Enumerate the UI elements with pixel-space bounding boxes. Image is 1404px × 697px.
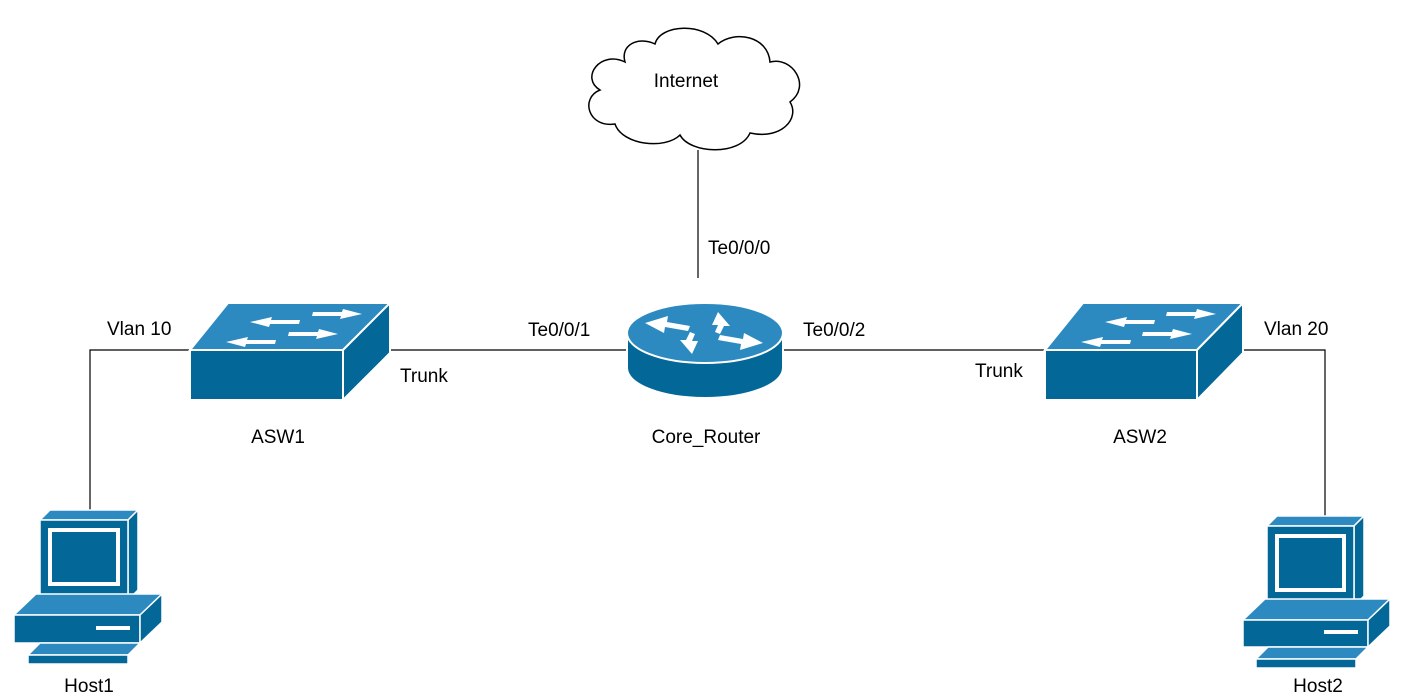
asw2-trunk-label: Trunk xyxy=(975,361,1023,382)
switch-icon[interactable] xyxy=(187,300,393,403)
link-asw1-host1 xyxy=(89,349,190,520)
link-asw2-host2 xyxy=(1243,349,1326,518)
port-te001-label: Te0/0/1 xyxy=(528,320,590,341)
vlan10-label: Vlan 10 xyxy=(107,319,171,340)
internet-label: Internet xyxy=(654,71,719,92)
cloud-icon[interactable] xyxy=(588,27,801,151)
asw1-trunk-label: Trunk xyxy=(400,366,448,387)
asw2-label: ASW2 xyxy=(1113,427,1167,448)
port-te002-label: Te0/0/2 xyxy=(803,320,865,341)
switch-icon[interactable] xyxy=(1042,300,1246,403)
router-icon[interactable] xyxy=(626,302,784,399)
asw1-label: ASW1 xyxy=(251,427,305,448)
core-router-label: Core_Router xyxy=(652,427,761,448)
host2-label: Host2 xyxy=(1293,676,1343,697)
port-te000-label: Te0/0/0 xyxy=(708,238,770,259)
vlan20-label: Vlan 20 xyxy=(1264,319,1328,340)
host1-label: Host1 xyxy=(64,676,114,697)
pc-icon[interactable] xyxy=(12,508,164,665)
pc-icon[interactable] xyxy=(1241,514,1392,669)
